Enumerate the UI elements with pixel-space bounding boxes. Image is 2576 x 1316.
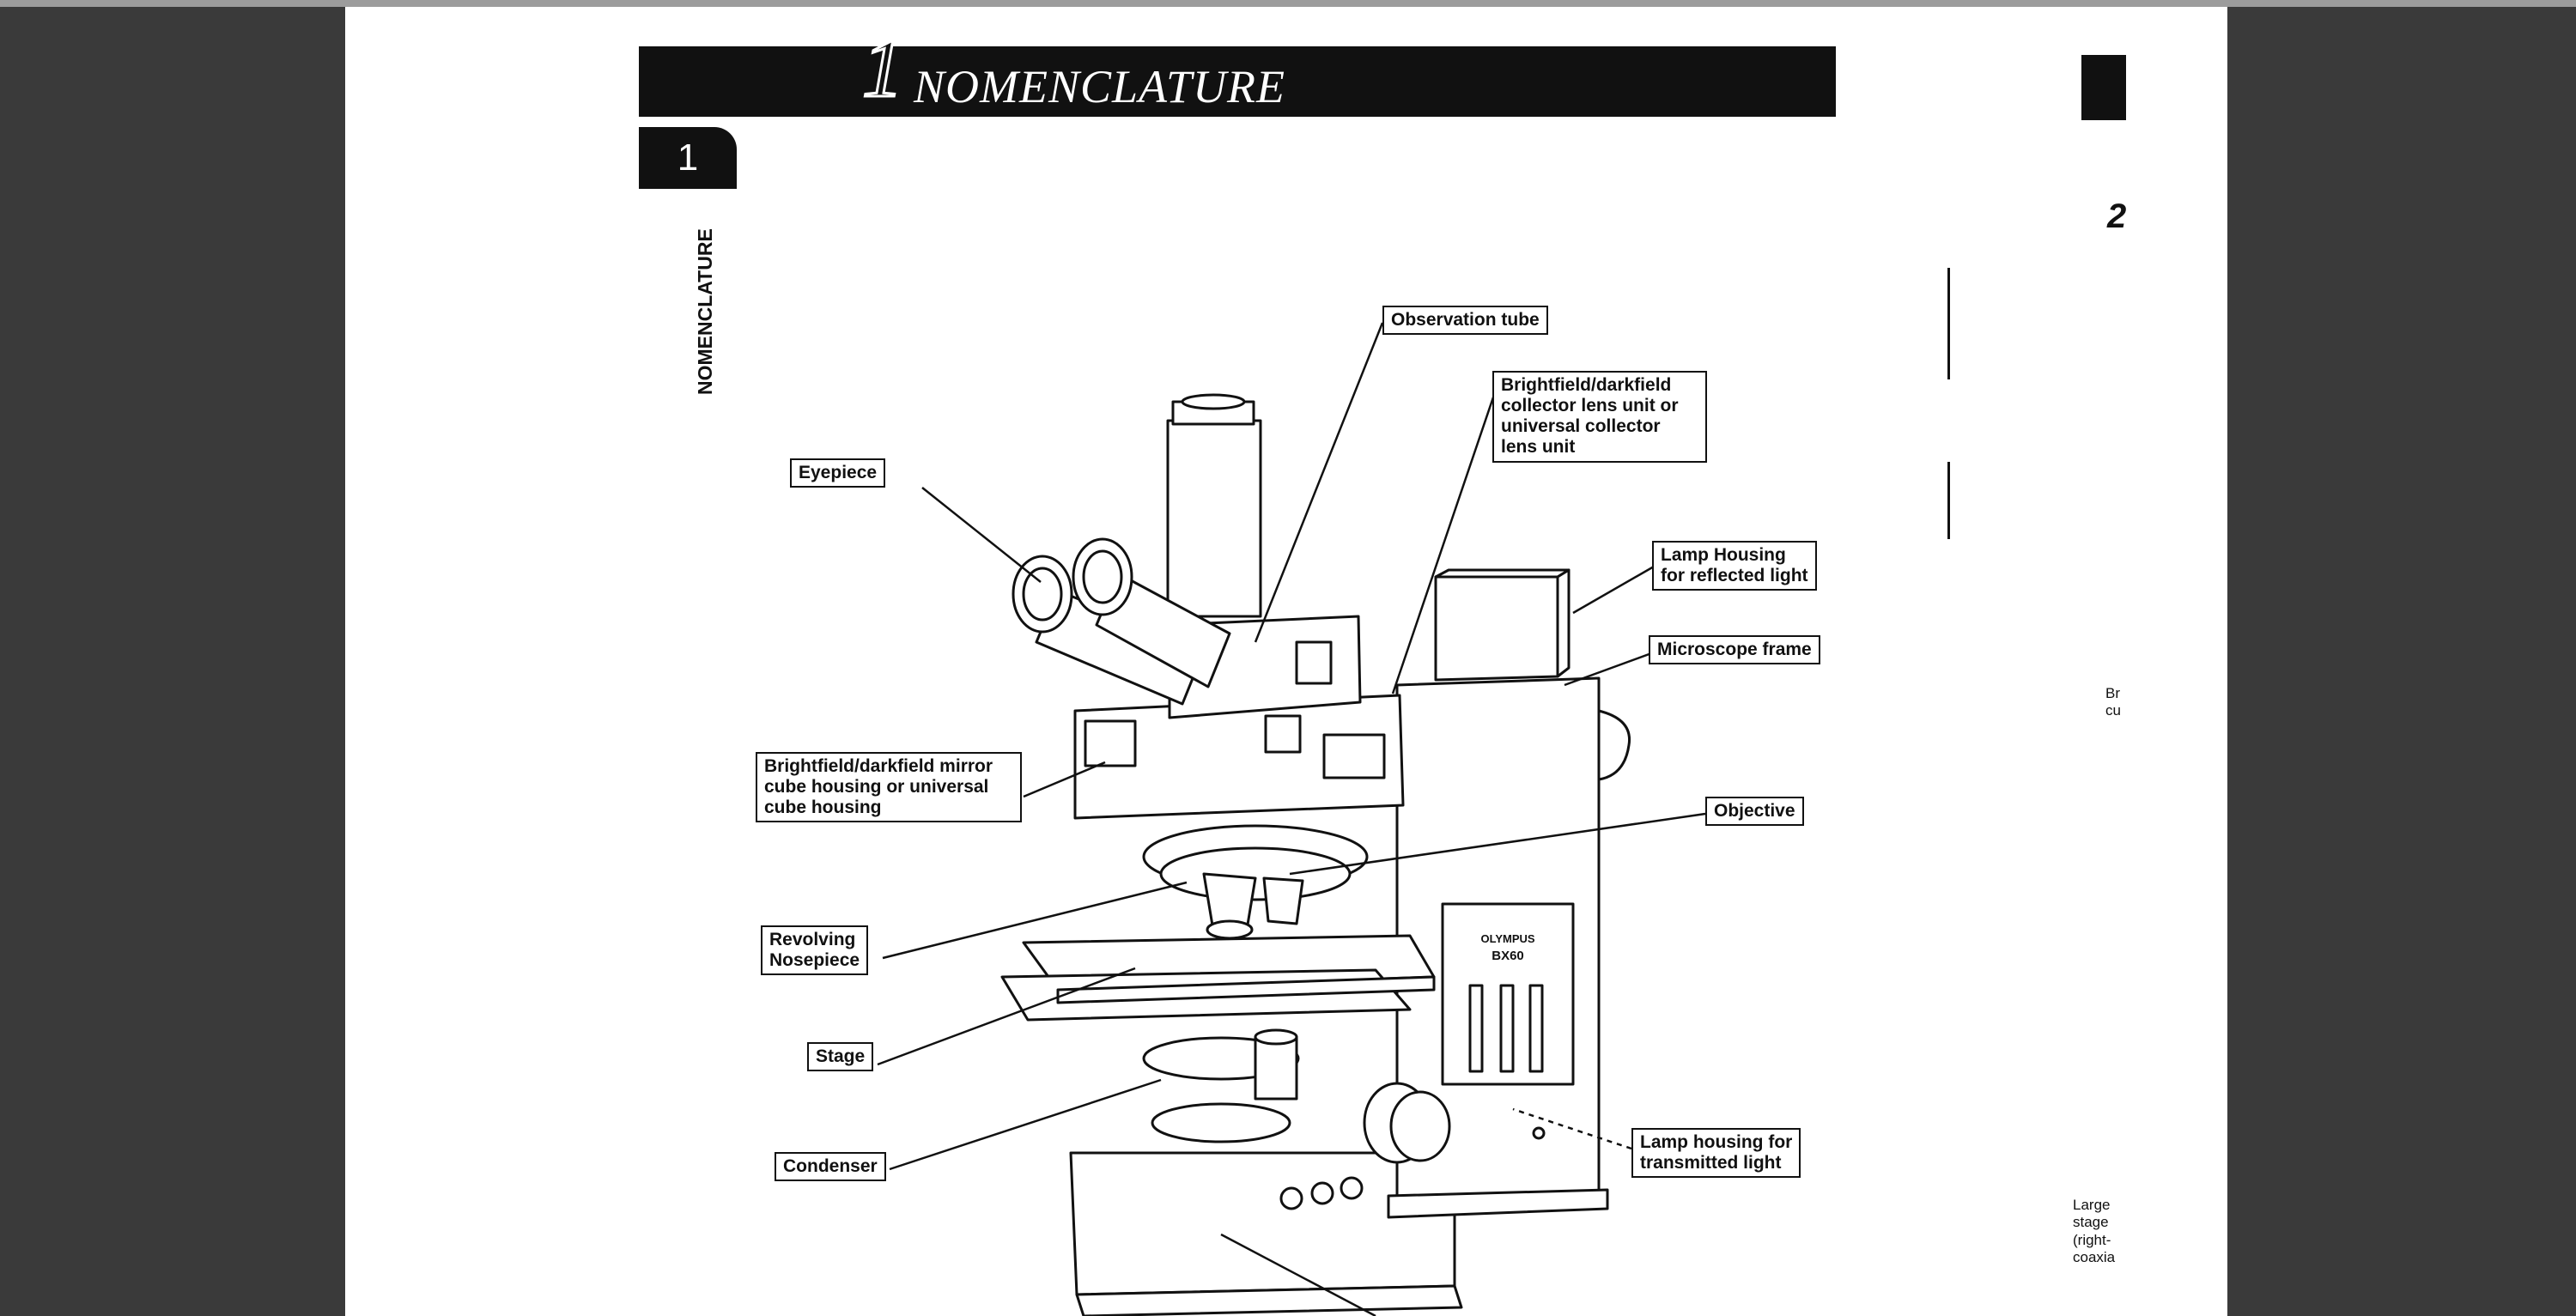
label-microscope-frame: Microscope frame bbox=[1649, 635, 1820, 665]
label-lamp-housing-transmitted: Lamp housing for transmitted light bbox=[1631, 1128, 1801, 1179]
chapter-number: 1 bbox=[861, 22, 905, 114]
chapter-title: NOMENCLATURE bbox=[914, 61, 1286, 112]
observation-tube bbox=[1166, 419, 1262, 618]
microscope-illustration: OLYMPUS BX60 bbox=[877, 322, 1706, 1316]
label-stage: Stage bbox=[807, 1042, 874, 1072]
right-page-number: 2 bbox=[2107, 197, 2127, 235]
brand-text: OLYMPUS bbox=[1480, 932, 1534, 945]
label-lamp-housing-reflected: Lamp Housing for reflected light bbox=[1652, 541, 1817, 591]
eyepieces bbox=[1012, 537, 1231, 706]
page-divider bbox=[1947, 462, 1950, 539]
label-mirror-cube-housing: Brightfield/darkfield mirror cube housin… bbox=[756, 752, 1022, 823]
label-observation-tube: Observation tube bbox=[1382, 306, 1548, 336]
right-page-tab bbox=[2081, 55, 2126, 120]
right-page-fragment-a: Br cu bbox=[2105, 685, 2121, 719]
label-collector-lens: Brightfield/darkfield collector lens uni… bbox=[1492, 371, 1707, 463]
chapter-header-bar: 1 NOMENCLATURE bbox=[639, 26, 1836, 117]
section-tab: 1 bbox=[639, 127, 737, 189]
lamp-housing-reflected bbox=[1434, 575, 1559, 682]
document-page: 1 NOMENCLATURE 1 NOMENCLATURE OLYMPUS bbox=[345, 7, 2227, 1316]
page-divider bbox=[1947, 268, 1950, 379]
label-revolving-nosepiece: Revolving Nosepiece bbox=[761, 925, 869, 976]
viewer-top-bar bbox=[0, 0, 2576, 7]
label-eyepiece: Eyepiece bbox=[790, 458, 886, 488]
label-objective: Objective bbox=[1705, 797, 1804, 827]
model-text: BX60 bbox=[1492, 949, 1524, 963]
label-condenser: Condenser bbox=[775, 1152, 886, 1182]
right-page-fragment-b: Large stage (right- coaxia bbox=[2073, 1197, 2116, 1266]
